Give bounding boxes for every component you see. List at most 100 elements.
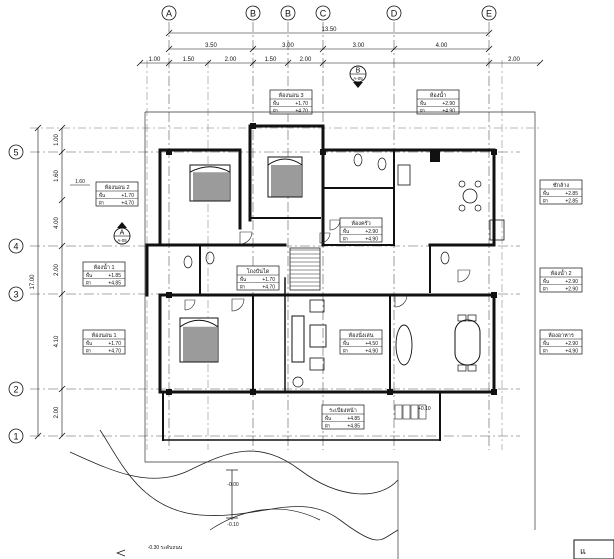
dim-text: 2.00 bbox=[300, 57, 312, 63]
dim-tick bbox=[58, 148, 66, 156]
section-arrow bbox=[117, 222, 127, 228]
room-tag-level-floor: +1.70 bbox=[108, 341, 121, 347]
porch-step bbox=[402, 404, 411, 420]
room-tag-box bbox=[539, 179, 583, 205]
room-tag-level-ceiling: +4.90 bbox=[365, 237, 378, 243]
dim-tick bbox=[136, 59, 144, 67]
dim-text-left: 2.00 bbox=[54, 406, 60, 418]
room-tag-level-ceiling: +4.85 bbox=[108, 281, 121, 287]
site-boundary bbox=[145, 111, 536, 530]
column bbox=[491, 292, 497, 298]
room-tag-level-floor: +2.90 bbox=[442, 101, 455, 107]
room-tag-name: ซักล้าง bbox=[553, 182, 570, 189]
room-tag-living: ห้องนั่งเล่นพื้น+4.50ฝ้า+4.90 bbox=[339, 329, 383, 355]
room-tag-level-ceiling: +4.90 bbox=[442, 109, 455, 115]
room-tag-box bbox=[82, 261, 126, 287]
room-tag-key: พื้น bbox=[343, 228, 349, 234]
section-letter: B bbox=[356, 68, 361, 75]
armchair bbox=[309, 357, 325, 371]
dim-tick bbox=[165, 29, 173, 37]
bubble-label: B bbox=[285, 9, 291, 19]
room-tag-key: พื้น bbox=[543, 190, 549, 196]
room-tag-level-ceiling: +4.90 bbox=[365, 349, 378, 355]
room-tag-key: ฝ้า bbox=[86, 281, 92, 286]
bubble-label: 3 bbox=[13, 290, 18, 300]
dim-tick bbox=[58, 290, 66, 298]
dim-text-left: 1.60 bbox=[54, 170, 60, 182]
grid-bubble-row: 5 bbox=[8, 144, 24, 160]
dim-text-left: 2.00 bbox=[54, 264, 60, 276]
furniture bbox=[179, 150, 505, 388]
chair bbox=[457, 314, 467, 322]
room-tag-box bbox=[236, 265, 280, 291]
bed bbox=[179, 317, 219, 363]
room-tag-box bbox=[339, 329, 383, 355]
room-tag-key: ฝ้า bbox=[99, 201, 105, 206]
door-swing bbox=[329, 219, 341, 231]
room-tag-key: พื้น bbox=[86, 340, 92, 346]
grid-bubble-col: D bbox=[386, 5, 402, 21]
room-tags: ห้องนอน 3พื้น+1.70ฝ้า+4.70ห้องน้ำพื้น+2.… bbox=[82, 89, 583, 430]
dim-text-inner: 1.60 bbox=[75, 179, 85, 185]
bubble-label: C bbox=[320, 9, 327, 19]
column bbox=[387, 389, 393, 395]
chair bbox=[457, 364, 467, 372]
dim-tick bbox=[204, 59, 212, 67]
dim-tick bbox=[284, 59, 292, 67]
toilet bbox=[377, 157, 387, 171]
room-tag-level-ceiling: +4.70 bbox=[108, 349, 121, 355]
dim-text-left-total: 17.00 bbox=[30, 274, 36, 290]
chair bbox=[474, 180, 482, 188]
coffee-table bbox=[309, 324, 327, 348]
room-tag-level-ceiling: +4.90 bbox=[565, 349, 578, 355]
dim-tick bbox=[390, 45, 398, 53]
bubble-label: 1 bbox=[13, 432, 18, 442]
bed bbox=[267, 156, 303, 198]
dim-text: 1.50 bbox=[265, 57, 277, 63]
room-tag-porch: ระเบียงหน้าพื้น+4.85ฝ้า+4.85 bbox=[321, 404, 365, 430]
room-tag-bed1: ห้องนอน 1พื้น +1.70 ฝ้า +4.70 bbox=[82, 329, 126, 355]
porch-level: +0.10 bbox=[418, 406, 431, 412]
fridge bbox=[430, 150, 440, 162]
room-tag-level-floor: +2.90 bbox=[565, 341, 578, 347]
site-boundary-lower bbox=[144, 112, 399, 559]
chair bbox=[467, 364, 477, 372]
room-tag-name: ห้องนอน 2 bbox=[104, 184, 129, 191]
bubble-circle bbox=[161, 5, 177, 21]
room-tag-name: ระเบียงหน้า bbox=[329, 407, 357, 414]
dim-text-left: 4.00 bbox=[54, 217, 60, 229]
dim-tick bbox=[58, 242, 66, 250]
room-tag-level-floor: +2.85 bbox=[565, 191, 578, 197]
grid-lines bbox=[30, 22, 540, 450]
dim-tick bbox=[58, 124, 66, 132]
ground-level-b: -0.10 bbox=[227, 522, 239, 528]
room-tag-key: ฝ้า bbox=[325, 424, 331, 429]
room-tag-key: พื้น bbox=[343, 340, 349, 346]
section-sheet: A-05 bbox=[353, 76, 363, 81]
room-tag-level-floor: +2.90 bbox=[565, 279, 578, 285]
bubble-circle bbox=[8, 238, 24, 254]
contour-line bbox=[209, 508, 321, 531]
room-tag-box bbox=[269, 89, 313, 115]
column bbox=[491, 149, 497, 155]
walls bbox=[145, 123, 497, 441]
dim-text-right: 2.00 bbox=[508, 57, 520, 63]
dim-tick bbox=[485, 45, 493, 53]
bubble-circle bbox=[245, 5, 261, 21]
sheet-corner-box bbox=[573, 539, 614, 559]
road-level-note: -0.30 ระดับถนน bbox=[148, 545, 183, 551]
room-tag-box bbox=[539, 267, 583, 293]
room-tag-name: ห้องนอน 1 bbox=[91, 332, 116, 339]
dim-text: 3.00 bbox=[282, 43, 294, 49]
dim-tick bbox=[58, 432, 66, 440]
dim-tick bbox=[319, 45, 327, 53]
bubble-circle bbox=[8, 381, 24, 397]
grid-bubble-row: 2 bbox=[8, 381, 24, 397]
room-tag-key: ฝ้า bbox=[543, 349, 549, 354]
dim-tick bbox=[536, 59, 544, 67]
bed-frame bbox=[267, 156, 303, 198]
sofa bbox=[291, 315, 305, 363]
room-tag-key: ฝ้า bbox=[86, 349, 92, 354]
